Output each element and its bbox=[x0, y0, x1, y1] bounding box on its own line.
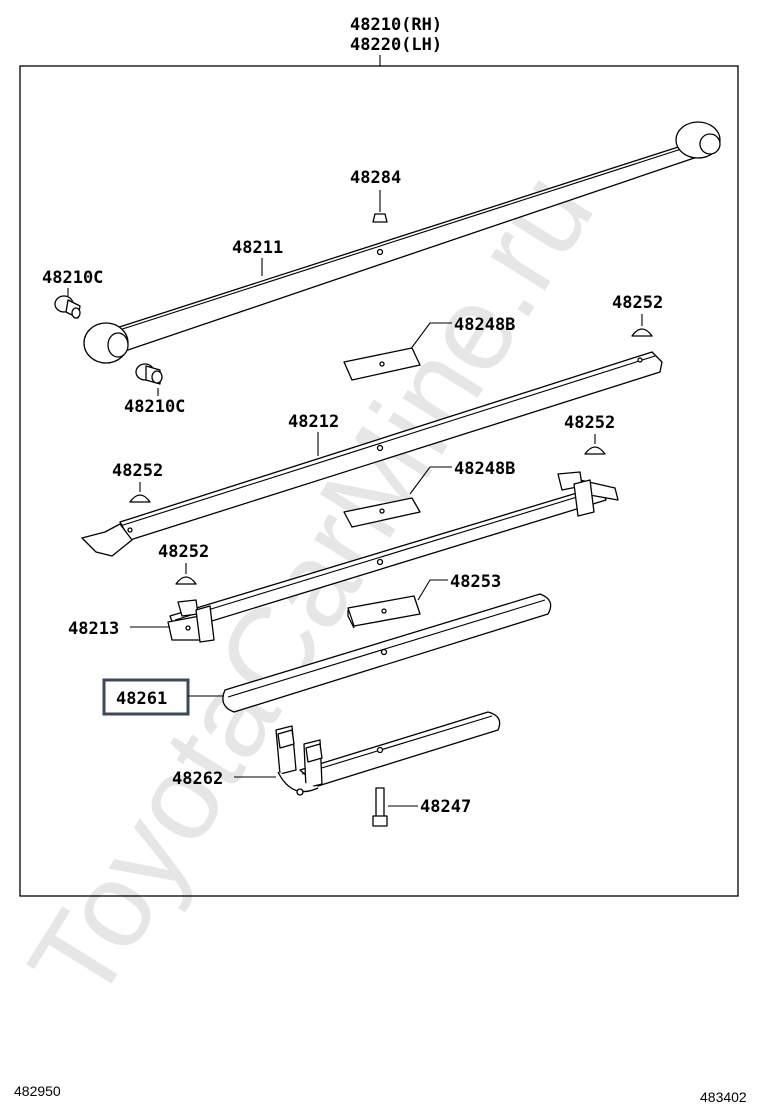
label-48248b-a: 48248B bbox=[454, 315, 515, 335]
leaf-48213[interactable] bbox=[167, 471, 619, 643]
cap-48252-d[interactable] bbox=[175, 576, 197, 585]
assembly-label-lh: 48220(LH) bbox=[350, 35, 442, 55]
label-48261: 48261 bbox=[116, 689, 167, 709]
footer-code-right: 483402 bbox=[700, 1089, 747, 1105]
label-48252-d: 48252 bbox=[158, 542, 209, 562]
label-48252-c: 48252 bbox=[112, 461, 163, 481]
cap-48252-a[interactable] bbox=[631, 328, 653, 337]
leaf-48261[interactable] bbox=[222, 593, 552, 713]
highlight-box-48261 bbox=[102, 678, 190, 716]
nut-48284[interactable] bbox=[372, 213, 388, 223]
label-48248b-b: 48248B bbox=[454, 459, 515, 479]
label-48262: 48262 bbox=[172, 769, 223, 789]
leaf-48262[interactable] bbox=[275, 711, 501, 796]
cap-48252-b[interactable] bbox=[584, 446, 606, 455]
label-48284: 48284 bbox=[350, 168, 401, 188]
label-48213: 48213 bbox=[68, 619, 119, 639]
label-48210c-bottom: 48210C bbox=[124, 397, 185, 417]
bushing-48210c-bottom[interactable] bbox=[135, 363, 163, 385]
label-48247: 48247 bbox=[420, 797, 471, 817]
label-48212: 48212 bbox=[288, 412, 339, 432]
label-48252-a: 48252 bbox=[612, 293, 663, 313]
label-48210c-top: 48210C bbox=[42, 268, 103, 288]
cap-48252-c[interactable] bbox=[129, 494, 151, 503]
assembly-label-rh: 48210(RH) bbox=[350, 15, 442, 35]
main-leaf-48211[interactable] bbox=[83, 121, 721, 364]
bolt-48247[interactable] bbox=[372, 787, 388, 827]
label-48253: 48253 bbox=[450, 572, 501, 592]
label-48252-b: 48252 bbox=[564, 413, 615, 433]
bushing-48210c-top[interactable] bbox=[54, 295, 81, 319]
diagram-frame bbox=[19, 65, 739, 897]
leaf-48212[interactable] bbox=[81, 351, 663, 557]
label-48211: 48211 bbox=[232, 238, 283, 258]
footer-code-left: 482950 bbox=[14, 1083, 61, 1099]
